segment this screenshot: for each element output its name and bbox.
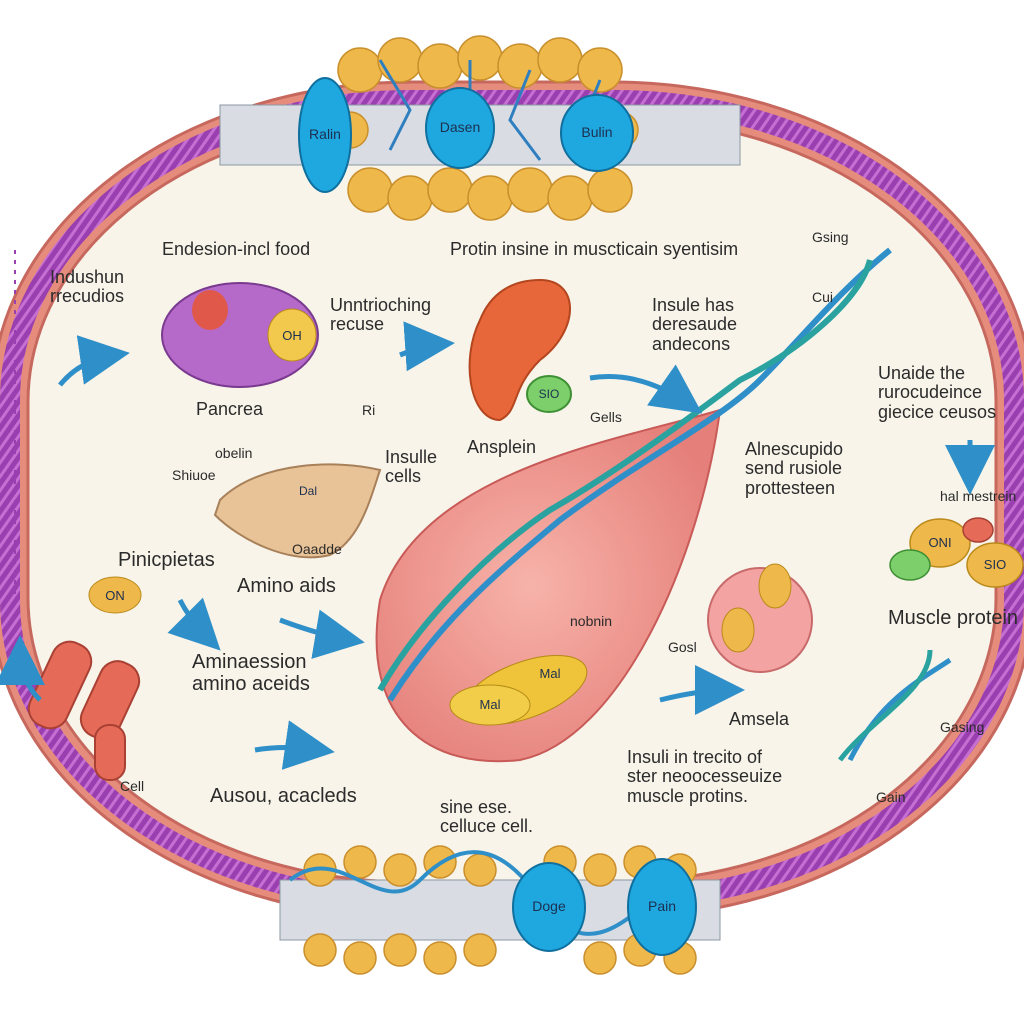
label-nobnin: nobnin: [570, 613, 613, 629]
flow-arrows: [0, 321, 995, 770]
chip-muscle-2: Mal: [480, 697, 501, 712]
label-ausou: Ausou, acacleds: [210, 785, 357, 807]
dna-helix: [377, 247, 892, 702]
muscle-tissue: [375, 408, 722, 763]
pancreas-organ: [161, 282, 319, 388]
label-gasing: Gasing: [940, 719, 985, 735]
pill-bulin: Bulin: [581, 124, 612, 140]
label-amino-aids: Amino aids: [237, 575, 336, 597]
chip-liver: Dal: [299, 484, 317, 498]
label-amino-acids-stack: Aminaession amino aceids: [192, 651, 310, 695]
dna-helix-right: [838, 649, 952, 762]
ansplein-organ: [468, 278, 571, 422]
label-alnescupido: Alnescupido send rusiole prottesteen: [745, 439, 844, 498]
chip-green: SIO: [539, 387, 560, 401]
label-endesion-food: Endesion-incl food: [162, 239, 311, 259]
label-gells: Gells: [590, 409, 622, 425]
label-hal-mestrein: hal mestrein: [940, 488, 1017, 504]
label-cell: Cell: [120, 778, 145, 794]
label-unaide: Unaide the rurocudeince giecice ceusos: [878, 363, 997, 422]
muscle-fibers-left: [27, 640, 141, 781]
label-ansplein: Ansplein: [467, 437, 537, 457]
amsela-cluster: [707, 563, 813, 673]
label-dadde: Oaadde: [292, 541, 342, 557]
label-protein-title: Protin insine in muscticain syentisim: [450, 239, 739, 259]
transporter-pills: [298, 77, 697, 956]
label-ri: Ri: [362, 402, 376, 418]
pill-dasen: Dasen: [440, 119, 480, 135]
muscle-protein-cluster: [889, 517, 1024, 588]
liver-organ: [213, 463, 382, 559]
pill-doge: Doge: [532, 898, 566, 914]
green-molecule: [526, 375, 572, 413]
chip-pancreas: OH: [282, 328, 302, 343]
chip-pinicpietas: ON: [105, 588, 125, 603]
label-amsela: Amsela: [729, 709, 790, 729]
label-muscle-protein: Muscle protein: [888, 607, 1019, 629]
label-sine-cell: sine ese. celluce cell.: [440, 797, 534, 837]
pill-ralin: Ralin: [309, 126, 341, 142]
label-unntrioching: Unntrioching recuse: [330, 295, 432, 335]
label-cui: Cui: [812, 289, 834, 305]
label-indushun: Indushun rrecudios: [50, 267, 125, 307]
chip-cluster-1: ONI: [928, 535, 951, 550]
label-gain: Gain: [876, 789, 906, 805]
label-insuli-trecito: Insuli in trecito of ster neoocesseuize …: [627, 747, 783, 806]
label-pancrea: Pancrea: [196, 399, 264, 419]
bottom-membrane-channel: [279, 845, 721, 975]
label-insule-has: Insule has deresaude andecons: [652, 295, 738, 354]
label-pinicpietas: Pinicpietas: [118, 549, 215, 571]
label-gosl: Gosl: [668, 639, 697, 655]
pinicpietas-pill: [88, 576, 142, 614]
label-obelin: obelin: [215, 445, 253, 461]
pill-pain: Pain: [648, 898, 676, 914]
chip-muscle-1: Mal: [540, 666, 561, 681]
label-gsing: Gsing: [812, 229, 849, 245]
chip-cluster-2: SIO: [984, 557, 1006, 572]
label-insulle-cells: Insulle cells: [385, 447, 438, 487]
label-shiuoe: Shiuoe: [172, 467, 216, 483]
top-membrane-channel: [219, 35, 741, 221]
